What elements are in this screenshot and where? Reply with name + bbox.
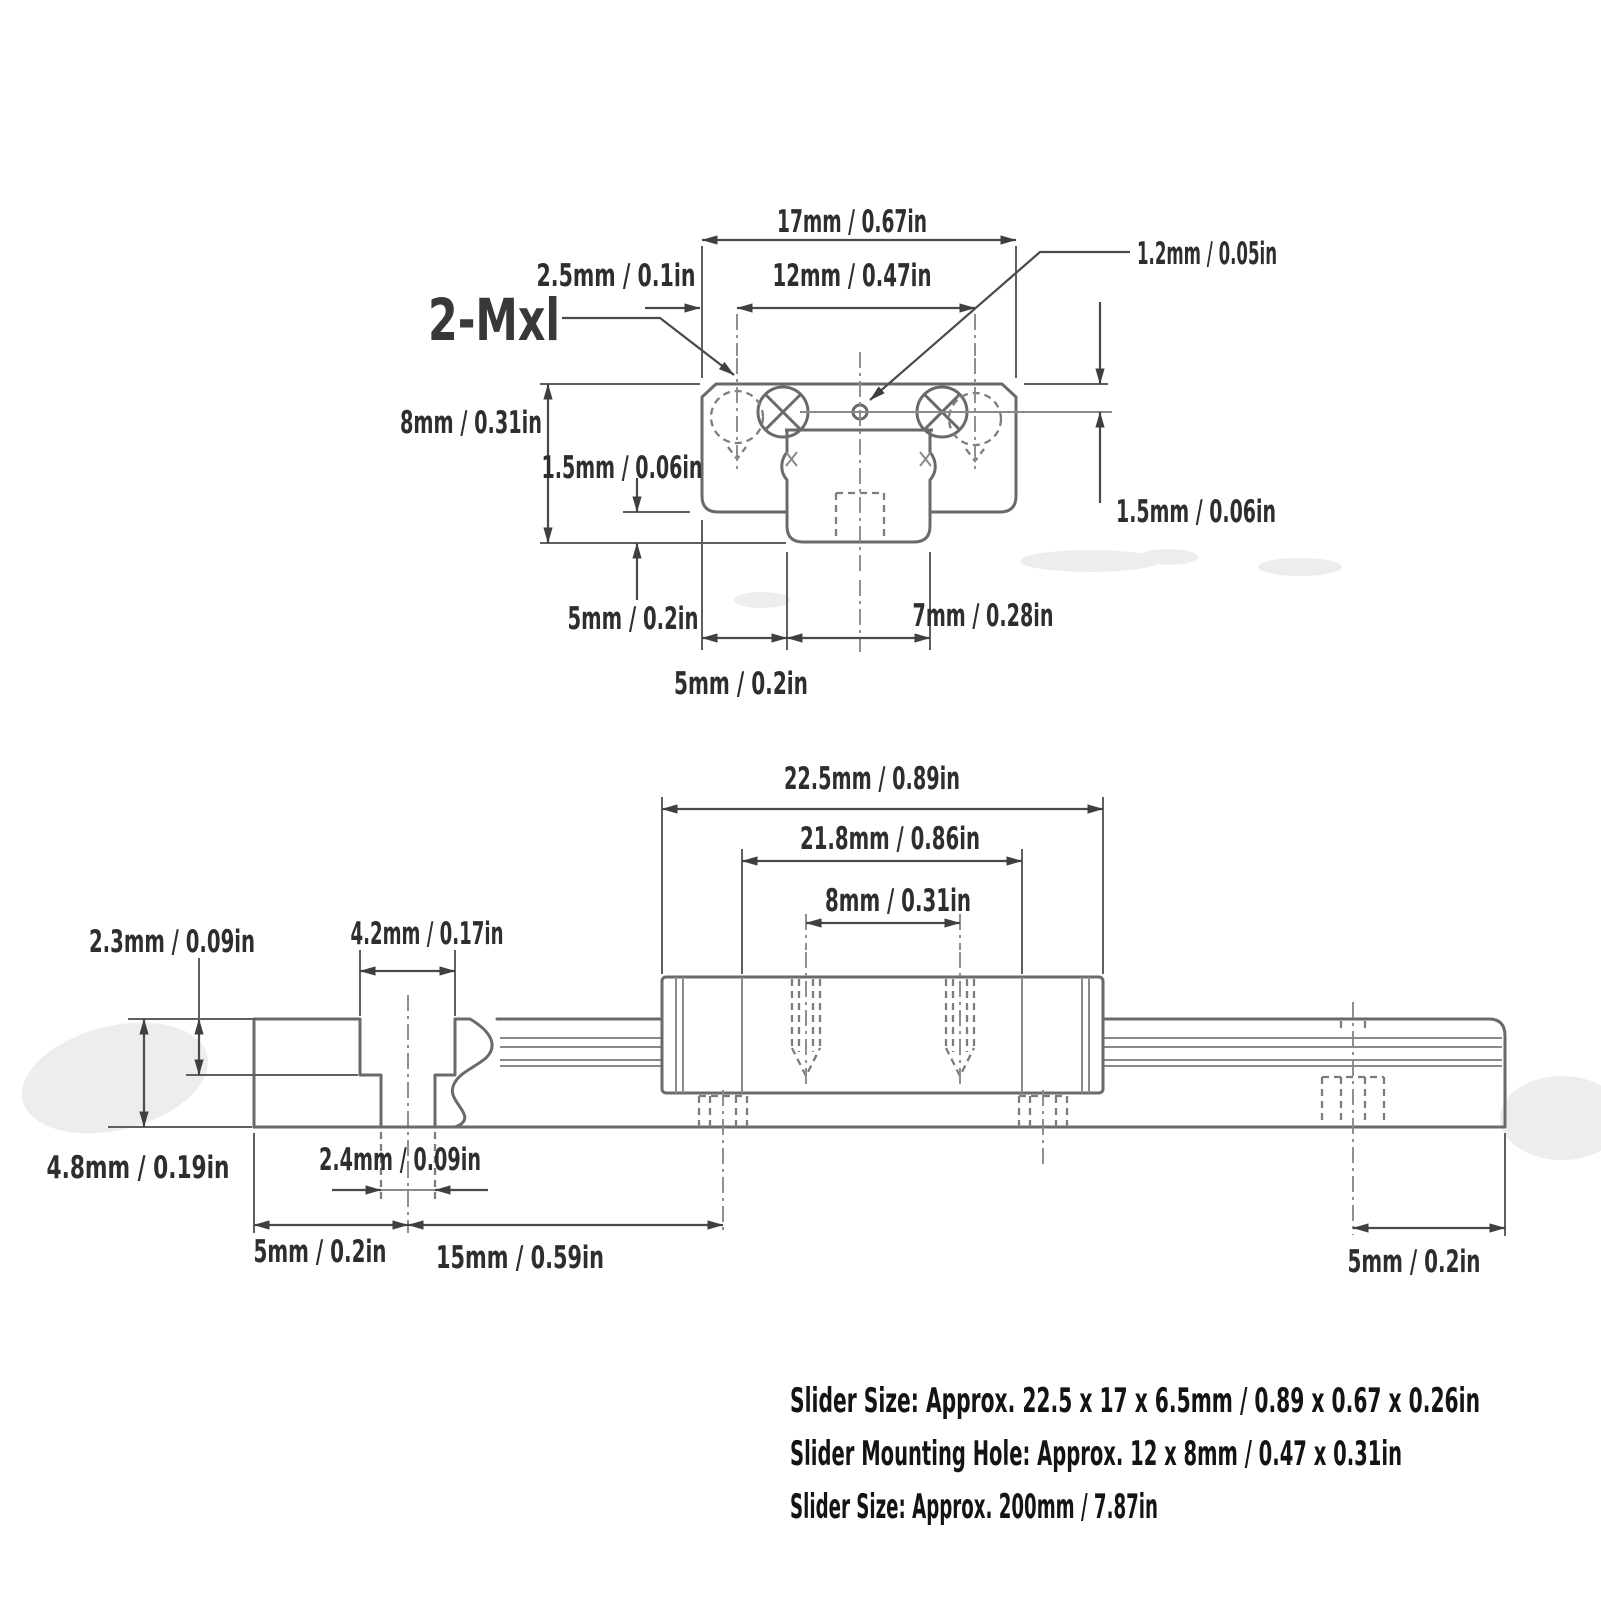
dim-label-21-8mm: 21.8mm / 0.86in	[800, 821, 980, 857]
dim-5mm-7mm-bottom: 5mm / 0.2in 7mm / 0.28in 5mm / 0.2in	[568, 520, 1054, 702]
rail-section-hatched	[252, 995, 494, 1162]
dim-label-8mm-spacing: 8mm / 0.31in	[825, 883, 971, 919]
dim-label-5mm-left: 5mm / 0.2in	[568, 601, 699, 637]
dim-label-4-2mm: 4.2mm / 0.17in	[351, 916, 504, 952]
cross-section-view	[700, 352, 1112, 572]
rail-side-profile	[252, 1017, 1507, 1129]
dim-17mm: 17mm / 0.67in	[701, 204, 1017, 378]
dim-2-4mm: 2.4mm / 0.09in	[319, 1132, 488, 1202]
dim-label-17mm: 17mm / 0.67in	[777, 204, 927, 240]
dim-8mm-spacing: 8mm / 0.31in	[805, 883, 971, 950]
block-thread-right-hidden	[944, 952, 976, 1086]
mounting-hole-left-hidden	[709, 358, 765, 472]
mounting-hole-right-hidden	[947, 358, 1003, 472]
rail-hole4-hidden	[1320, 1002, 1386, 1235]
dim-21-8mm: 21.8mm / 0.86in	[741, 821, 1023, 974]
dim-label-7mm: 7mm / 0.28in	[913, 598, 1054, 634]
dim-8mm-height: 8mm / 0.31in	[400, 383, 786, 544]
rail-hole2-hidden	[697, 1090, 749, 1232]
dim-4-8mm: 4.8mm / 0.19in	[47, 1018, 256, 1186]
dim-1-5mm-left: 1.5mm / 0.06in	[542, 450, 703, 600]
scan-artifacts	[21, 549, 1601, 1160]
block-thread-left-hidden	[790, 952, 822, 1086]
dim-5mm-bottom-right: 5mm / 0.2in	[1348, 1133, 1506, 1280]
spec-line-3: Slider Size: Approx. 200mm / 7.87in	[790, 1487, 1158, 1527]
spec-text-block: Slider Size: Approx. 22.5 x 17 x 6.5mm /…	[790, 1381, 1480, 1527]
dim-label-4-8mm: 4.8mm / 0.19in	[47, 1150, 230, 1186]
slider-block-side	[660, 952, 1105, 1095]
dim-label-5mm-bl: 5mm / 0.2in	[254, 1234, 387, 1270]
top-view-dimensions: 17mm / 0.67in 2.5mm / 0.1in 12mm / 0.47i…	[400, 204, 1277, 702]
thread-callout-label: 2-Mxl	[428, 286, 560, 354]
dim-label-5mm-br: 5mm / 0.2in	[1348, 1244, 1481, 1280]
dim-4-2mm: 4.2mm / 0.17in	[351, 916, 504, 1016]
dim-5mm-15mm-bottom: 5mm / 0.2in 15mm / 0.59in	[253, 1133, 724, 1276]
dim-label-8mm-height: 8mm / 0.31in	[400, 405, 542, 441]
spec-line-2: Slider Mounting Hole: Approx. 12 x 8mm /…	[790, 1434, 1402, 1474]
side-view-dimensions: 22.5mm / 0.89in 21.8mm / 0.86in 8mm / 0.…	[47, 761, 1506, 1280]
dim-1-2mm-leader: 1.2mm / 0.05in	[869, 236, 1277, 401]
dim-2-3mm: 2.3mm / 0.09in	[89, 924, 358, 1076]
thread-callout: 2-Mxl	[428, 286, 735, 376]
dim-12mm: 12mm / 0.47in	[736, 258, 976, 356]
dim-label-12mm: 12mm / 0.47in	[773, 258, 932, 294]
dim-1-5mm-right: 1.5mm / 0.06in	[1024, 302, 1276, 530]
rail-cross-section	[780, 428, 937, 544]
rail-groove-notch-left	[785, 451, 798, 467]
side-view	[252, 952, 1507, 1235]
dim-label-1-2mm: 1.2mm / 0.05in	[1137, 236, 1277, 272]
dim-label-1-5mm-right: 1.5mm / 0.06in	[1116, 494, 1276, 530]
dim-label-15mm: 15mm / 0.59in	[436, 1240, 604, 1276]
dim-label-1-5mm-left: 1.5mm / 0.06in	[542, 450, 703, 486]
dim-label-2-3mm: 2.3mm / 0.09in	[89, 924, 255, 960]
dim-label-5mm-bottom: 5mm / 0.2in	[674, 666, 808, 702]
spec-line-1: Slider Size: Approx. 22.5 x 17 x 6.5mm /…	[790, 1381, 1480, 1421]
rail-hole3-hidden	[1017, 1090, 1069, 1165]
rail-groove-notch-right	[919, 451, 932, 467]
dim-label-2-4mm: 2.4mm / 0.09in	[319, 1142, 481, 1178]
rail-thread-hidden	[834, 352, 886, 572]
dim-label-22-5mm: 22.5mm / 0.89in	[784, 761, 960, 797]
dim-label-2-5mm: 2.5mm / 0.1in	[537, 258, 696, 294]
dim-22-5mm: 22.5mm / 0.89in	[661, 761, 1104, 974]
dim-2-5mm: 2.5mm / 0.1in	[537, 258, 701, 313]
